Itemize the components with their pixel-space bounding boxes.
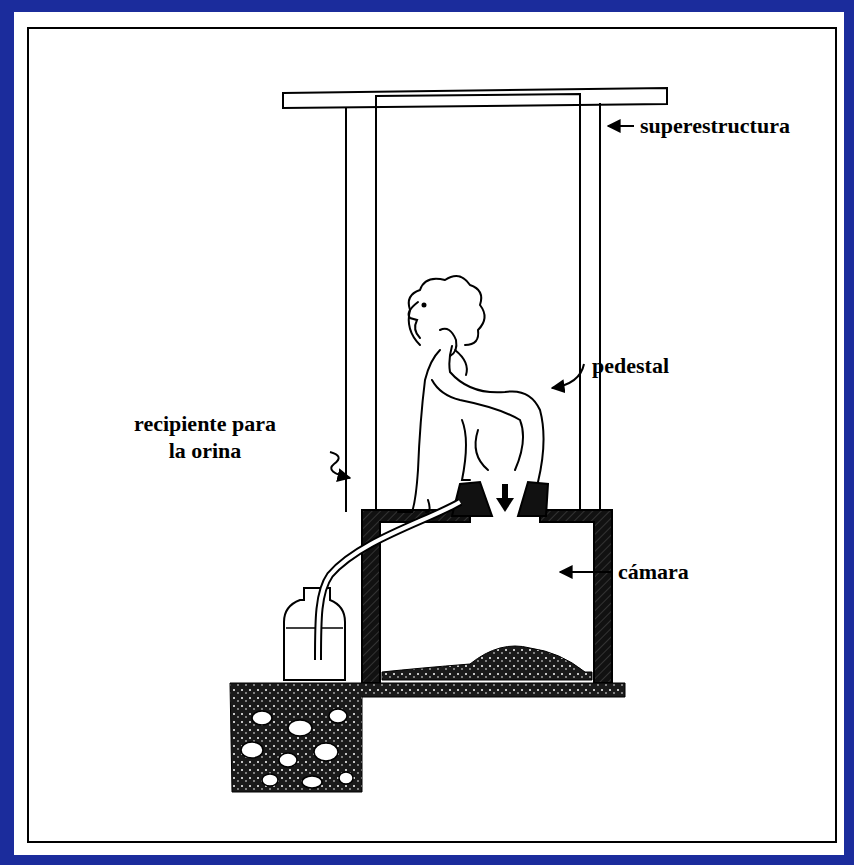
stones [241,709,353,788]
pedestal-symbol [452,482,548,516]
part-label: cámara [618,558,689,585]
chamber-walls [362,510,612,683]
compost-pile [382,646,592,680]
roof-beam [283,88,667,108]
superstructure-frame [346,94,600,512]
part-label: recipiente para la orina [130,410,280,464]
ground [230,683,625,792]
leader-arrows [330,126,634,572]
part-label: pedestal [592,352,669,379]
part-label: superestructura [640,112,790,139]
person-figure [398,276,544,512]
frame [28,28,836,842]
